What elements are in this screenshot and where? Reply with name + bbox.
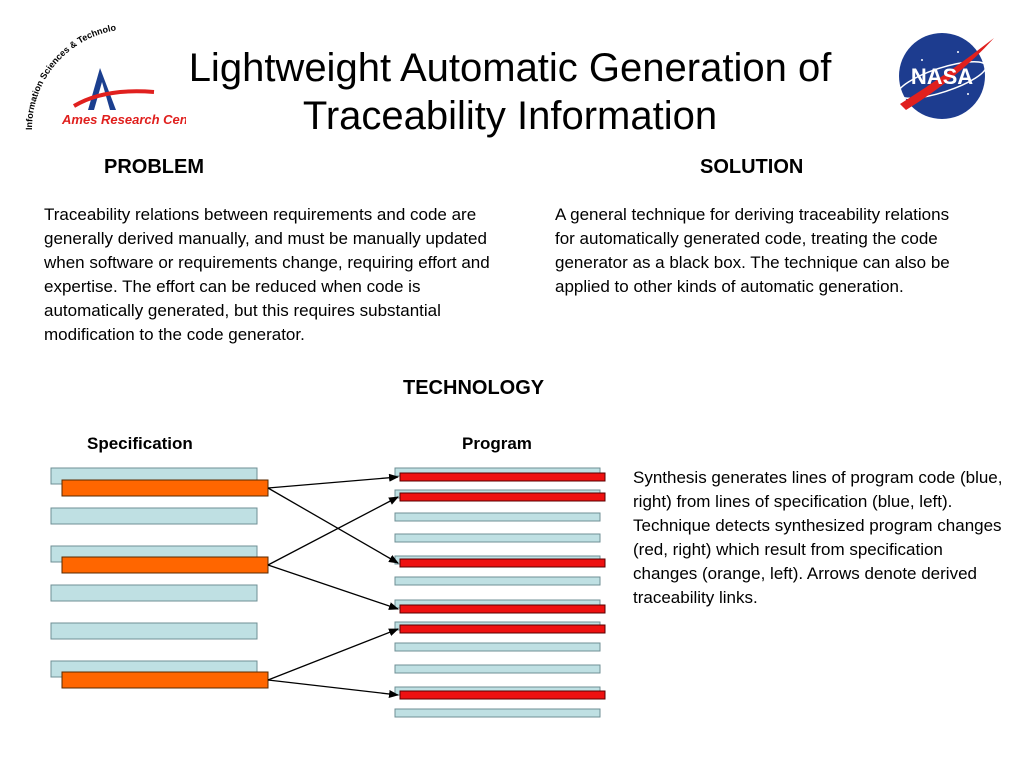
program-line — [394, 642, 601, 652]
problem-heading: PROBLEM — [104, 156, 204, 178]
program-line — [394, 533, 601, 543]
program-changed-line — [399, 492, 606, 502]
program-line — [394, 664, 601, 674]
nasa-vector-shape — [900, 38, 994, 110]
program-label: Program — [462, 434, 532, 453]
spec-line — [50, 622, 258, 640]
problem-text: Traceability relations between requireme… — [44, 205, 490, 344]
program-line — [394, 576, 601, 586]
ames-swoosh-shape — [72, 89, 155, 108]
traceability-arrow — [267, 473, 399, 489]
page-title: Lightweight Automatic Generation of Trac… — [188, 46, 832, 138]
ames-chevron-shape — [88, 68, 116, 110]
program-changed-line — [399, 558, 606, 568]
spec-changed-line — [61, 479, 269, 497]
spec-line — [50, 584, 258, 602]
spec-changed-line — [61, 556, 269, 574]
specification-label: Specification — [87, 434, 193, 453]
program-changed-line — [399, 472, 606, 482]
technology-heading: TECHNOLOGY — [403, 377, 545, 399]
program-line — [394, 708, 601, 718]
traceability-arrow — [267, 496, 399, 566]
technology-description: Synthesis generates lines of program cod… — [633, 468, 1003, 607]
traceability-arrow — [267, 487, 399, 564]
program-line — [394, 512, 601, 522]
traceability-arrow — [267, 679, 399, 698]
solution-heading: SOLUTION — [700, 156, 804, 178]
program-changed-line — [399, 624, 606, 634]
ames-research-center-logo-icon: Information Sciences & Technology Ames R… — [14, 18, 186, 130]
ames-caption: Ames Research Center — [61, 112, 186, 127]
spec-line — [50, 507, 258, 525]
program-changed-line — [399, 604, 606, 614]
nasa-meatball-logo-icon: NASA — [897, 33, 994, 119]
traceability-arrow — [267, 628, 399, 681]
nasa-logo-text: NASA — [911, 64, 973, 89]
traceability-arrow — [267, 564, 399, 610]
traceability-diagram — [50, 467, 606, 718]
spec-changed-line — [61, 671, 269, 689]
solution-text: A general technique for deriving traceab… — [555, 205, 950, 296]
program-changed-line — [399, 690, 606, 700]
